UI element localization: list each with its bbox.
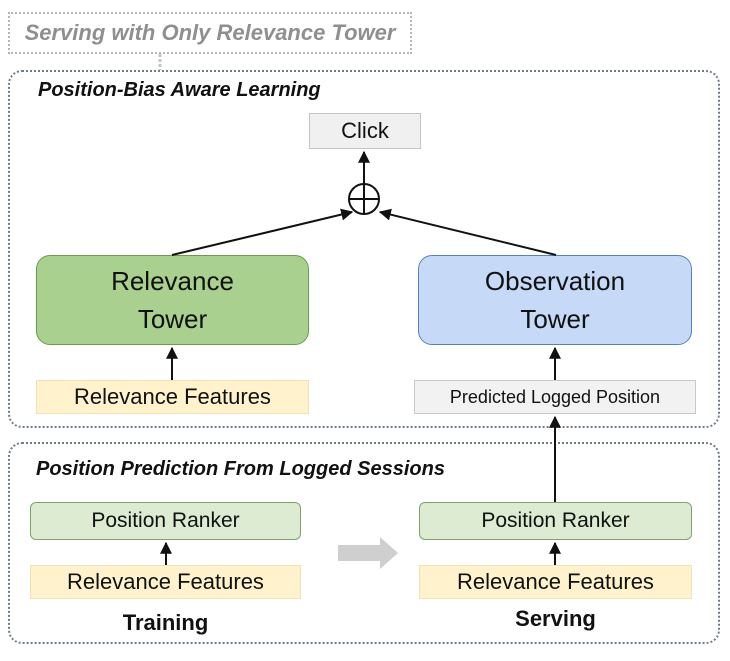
position-ranker-training: Position Ranker <box>30 502 301 540</box>
serving-caption: Serving <box>515 606 596 631</box>
relevance-tower-line1: Relevance <box>111 266 234 296</box>
relevance-features-training: Relevance Features <box>30 565 301 599</box>
position-prediction-title: Position Prediction From Logged Sessions <box>36 458 445 480</box>
training-caption: Training <box>122 610 209 635</box>
relevance-features-top: Relevance Features <box>36 380 309 414</box>
relevance-tower-line2: Tower <box>137 304 208 334</box>
relevance-features-serving: Relevance Features <box>419 565 692 599</box>
observation-tower-line1: Observation <box>484 266 626 296</box>
observation-tower-line2: Tower <box>520 304 590 334</box>
position-bias-learning-title: Position-Bias Aware Learning <box>38 79 321 101</box>
relevance-tower: Relevance Tower <box>36 255 309 345</box>
click-node: Click <box>309 113 421 149</box>
serving-only-relevance-note: Serving with Only Relevance Tower <box>8 12 412 54</box>
position-prediction-panel <box>8 442 720 644</box>
predicted-logged-position: Predicted Logged Position <box>414 380 696 414</box>
observation-tower: Observation Tower <box>418 255 692 345</box>
position-bias-learning-panel <box>8 70 720 428</box>
position-ranker-serving: Position Ranker <box>419 502 692 540</box>
